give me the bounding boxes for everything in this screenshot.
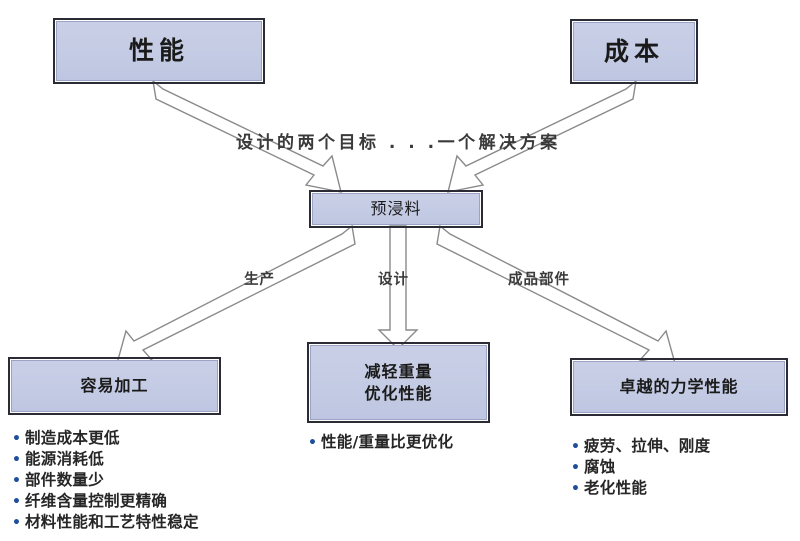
list-item: • 材料性能和工艺特性稳定 [12,512,199,533]
bullets-weight-performance: • 性能/重量比更优化 [308,432,453,453]
bullet-dot-icon: • [12,515,22,531]
bullet-text: 能源消耗低 [25,450,105,468]
bullet-dot-icon: • [571,439,581,455]
bullet-text: 腐蚀 [584,458,616,476]
node-easy-processing[interactable]: 容易加工 [8,357,221,415]
edge-label-manufacturing: 生产 [244,272,275,288]
bullet-text: 疲劳、拉伸、刚度 [584,437,711,455]
node-weight-performance-label-2: 优化性能 [364,383,433,403]
list-item: • 纤维含量控制更精确 [12,491,199,512]
node-performance[interactable]: 性能 [53,18,265,84]
edge-label-finished-part: 成品部件 [508,272,570,288]
list-item: • 疲劳、拉伸、刚度 [571,436,710,457]
bullet-text: 部件数量少 [25,471,105,489]
node-prepreg-label: 预浸料 [370,199,422,219]
bullet-text: 纤维含量控制更精确 [25,492,168,510]
bullet-dot-icon: • [308,435,318,451]
bullet-dot-icon: • [12,431,22,447]
bullets-mechanical-performance: • 疲劳、拉伸、刚度 • 腐蚀 • 老化性能 [571,436,710,499]
node-mechanical-performance[interactable]: 卓越的力学性能 [570,358,788,416]
bullet-dot-icon: • [12,452,22,468]
bullet-dot-icon: • [12,473,22,489]
list-item: • 腐蚀 [571,457,710,478]
bullet-dot-icon: • [12,494,22,510]
node-prepreg[interactable]: 预浸料 [309,190,483,228]
bullet-dot-icon: • [571,481,581,497]
node-weight-performance[interactable]: 减轻重量 优化性能 [307,342,490,423]
bullet-text: 性能/重量比更优化 [321,433,454,451]
bullet-text: 老化性能 [584,479,648,497]
bullet-text: 材料性能和工艺特性稳定 [25,513,199,531]
diagram-caption: 设计的两个目标 . . .一个解决方案 [236,133,561,153]
node-cost-label: 成本 [603,36,664,66]
bullet-text: 制造成本更低 [25,429,120,447]
node-performance-label: 性能 [128,36,189,66]
list-item: • 老化性能 [571,478,710,499]
node-weight-performance-label-1: 减轻重量 [364,361,433,381]
node-mechanical-performance-label: 卓越的力学性能 [619,377,739,397]
node-cost[interactable]: 成本 [570,19,698,84]
node-easy-processing-label: 容易加工 [80,376,149,396]
list-item: • 能源消耗低 [12,449,199,470]
list-item: • 部件数量少 [12,470,199,491]
list-item: • 性能/重量比更优化 [308,432,453,453]
edge-label-design: 设计 [378,272,409,288]
bullets-easy-processing: • 制造成本更低 • 能源消耗低 • 部件数量少 • 纤维含量控制更精确 • 材… [12,428,199,533]
list-item: • 制造成本更低 [12,428,199,449]
bullet-dot-icon: • [571,460,581,476]
